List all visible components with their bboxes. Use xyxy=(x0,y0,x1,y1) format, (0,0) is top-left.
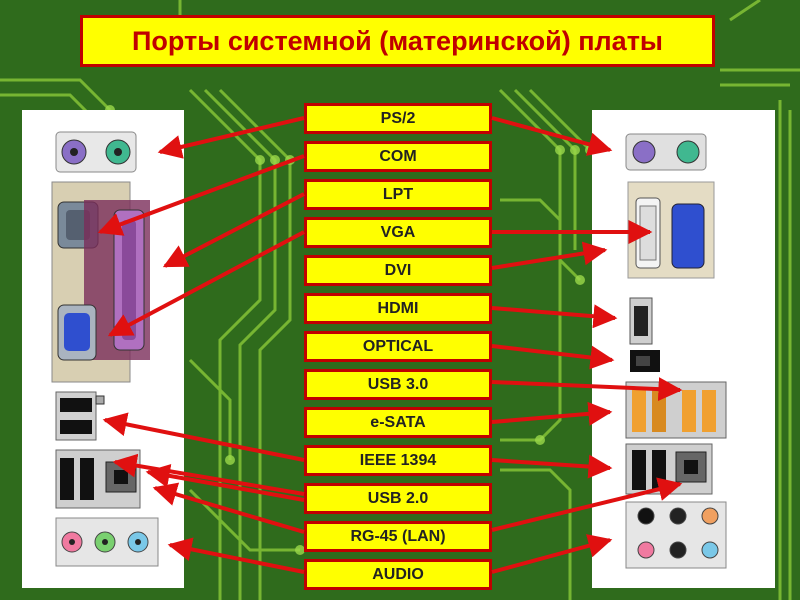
hdmi-port-right xyxy=(629,297,653,345)
label-ieee1394: IEEE 1394 xyxy=(304,445,492,476)
ps2-ports-left xyxy=(55,131,137,173)
label-optical: OPTICAL xyxy=(304,331,492,362)
label-esata: e-SATA xyxy=(304,407,492,438)
dvi-vga-block-right xyxy=(627,181,715,279)
usb3-esata-block-right xyxy=(625,381,727,439)
slide-title: Порты системной (материнской) платы xyxy=(80,15,715,67)
right-io-panel xyxy=(592,110,775,588)
label-ps2: PS/2 xyxy=(304,103,492,134)
left-io-ports xyxy=(22,110,184,588)
optical-port-right xyxy=(630,350,660,372)
left-io-panel xyxy=(22,110,184,588)
label-lpt: LPT xyxy=(304,179,492,210)
label-usb3: USB 3.0 xyxy=(304,369,492,400)
label-vga: VGA xyxy=(304,217,492,248)
label-rg45-lan: RG-45 (LAN) xyxy=(304,521,492,552)
label-audio: AUDIO xyxy=(304,559,492,590)
vga-port-left xyxy=(57,304,97,361)
label-com: COM xyxy=(304,141,492,172)
label-dvi: DVI xyxy=(304,255,492,286)
usb-lan-block-left xyxy=(55,449,141,509)
label-hdmi: HDMI xyxy=(304,293,492,324)
right-io-ports xyxy=(592,110,775,588)
audio-jacks-right xyxy=(625,501,727,569)
audio-jacks-left xyxy=(55,517,159,567)
ps2-ports-right xyxy=(625,133,707,171)
usb-port-stack-top-left xyxy=(55,391,105,441)
label-usb2: USB 2.0 xyxy=(304,483,492,514)
usb-lan-block-right xyxy=(625,443,713,495)
